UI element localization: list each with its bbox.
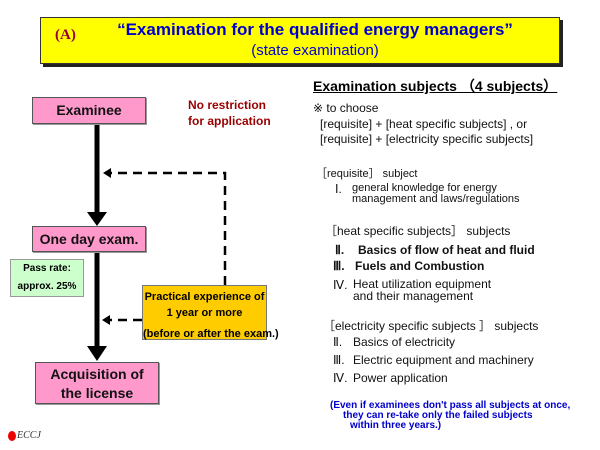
elec-header: ［electricity specific subjects ］ subject… bbox=[323, 319, 539, 333]
examinee-box: Examinee bbox=[32, 97, 146, 124]
heat-item-4: Heat utilization equipment and their man… bbox=[353, 278, 491, 302]
title-banner bbox=[40, 17, 560, 64]
item-line: Heat utilization equipment bbox=[353, 277, 492, 291]
choose-label: ※ to choose bbox=[313, 101, 379, 115]
heat-num-2: Ⅱ. bbox=[335, 243, 345, 257]
license-line: Acquisition of bbox=[50, 366, 144, 382]
item-line: and their management bbox=[353, 289, 474, 303]
one-day-exam-box: One day exam. bbox=[32, 226, 146, 252]
logo-mark-icon bbox=[8, 430, 16, 441]
pass-rate-value: approx. 25% bbox=[17, 281, 77, 292]
elec-item-3: Electric equipment and machinery bbox=[353, 353, 534, 367]
section-tag: (A) bbox=[55, 27, 76, 43]
pass-rate-box: Pass rate: approx. 25% bbox=[10, 259, 84, 297]
elec-item-2: Basics of electricity bbox=[353, 335, 456, 349]
dashed-arrowhead-1 bbox=[103, 168, 111, 178]
elec-item-4: Power application bbox=[353, 371, 448, 385]
dashed-arrowhead-2 bbox=[102, 315, 110, 325]
item-line: management and laws/regulations bbox=[352, 193, 520, 205]
retake-note-1: (Even if examinees don't pass all subjec… bbox=[330, 400, 571, 411]
item-line: general knowledge for energy bbox=[352, 182, 497, 194]
note-line: No restriction bbox=[188, 98, 267, 112]
no-restriction-note: No restriction for application bbox=[188, 97, 271, 129]
heat-header: ［heat specific subjects］ subjects bbox=[325, 224, 511, 238]
option-electricity: [requisite] + [electricity specific subj… bbox=[320, 132, 534, 146]
practical-experience-box: Practical experience of 1 year or more (… bbox=[142, 285, 279, 340]
license-line: the license bbox=[60, 385, 134, 401]
retake-note-2: they can re-take only the failed subject… bbox=[343, 410, 533, 421]
eccj-logo: ECCJ bbox=[8, 430, 41, 441]
note-line: for application bbox=[188, 114, 271, 128]
dashed-loop bbox=[110, 171, 227, 285]
pass-rate-label: Pass rate: bbox=[23, 263, 71, 274]
practical-line: Practical experience of bbox=[144, 291, 265, 303]
requisite-item: general knowledge for energy management … bbox=[352, 183, 520, 205]
heat-num-4: Ⅳ. bbox=[333, 278, 348, 292]
heat-item-2: Basics of flow of heat and fluid bbox=[358, 243, 535, 257]
elec-num-3: Ⅲ. bbox=[333, 353, 345, 367]
retake-note-3: within three years.) bbox=[350, 420, 442, 431]
slide-subtitle: (state examination) bbox=[251, 42, 379, 59]
license-box: Acquisition of the license bbox=[35, 362, 159, 404]
elec-num-4: Ⅳ. bbox=[333, 371, 348, 385]
practical-line: (before or after the exam.) bbox=[143, 328, 279, 340]
option-heat: [requisite] + [heat specific subjects] ,… bbox=[320, 117, 528, 131]
arrowhead-2 bbox=[87, 346, 107, 361]
practical-line: 1 year or more bbox=[166, 307, 243, 319]
requisite-num: Ⅰ. bbox=[335, 182, 342, 196]
heat-num-3: Ⅲ. bbox=[333, 259, 345, 273]
subjects-heading: Examination subjects （4 subjects） bbox=[313, 78, 558, 94]
heat-item-3: Fuels and Combustion bbox=[355, 259, 485, 273]
slide-title: “Examination for the qualified energy ma… bbox=[117, 20, 513, 39]
logo-text: ECCJ bbox=[17, 430, 41, 441]
requisite-header: ［requisite］ subject bbox=[316, 168, 418, 180]
elec-num-2: Ⅱ. bbox=[333, 335, 343, 349]
arrowhead-1 bbox=[87, 212, 107, 226]
